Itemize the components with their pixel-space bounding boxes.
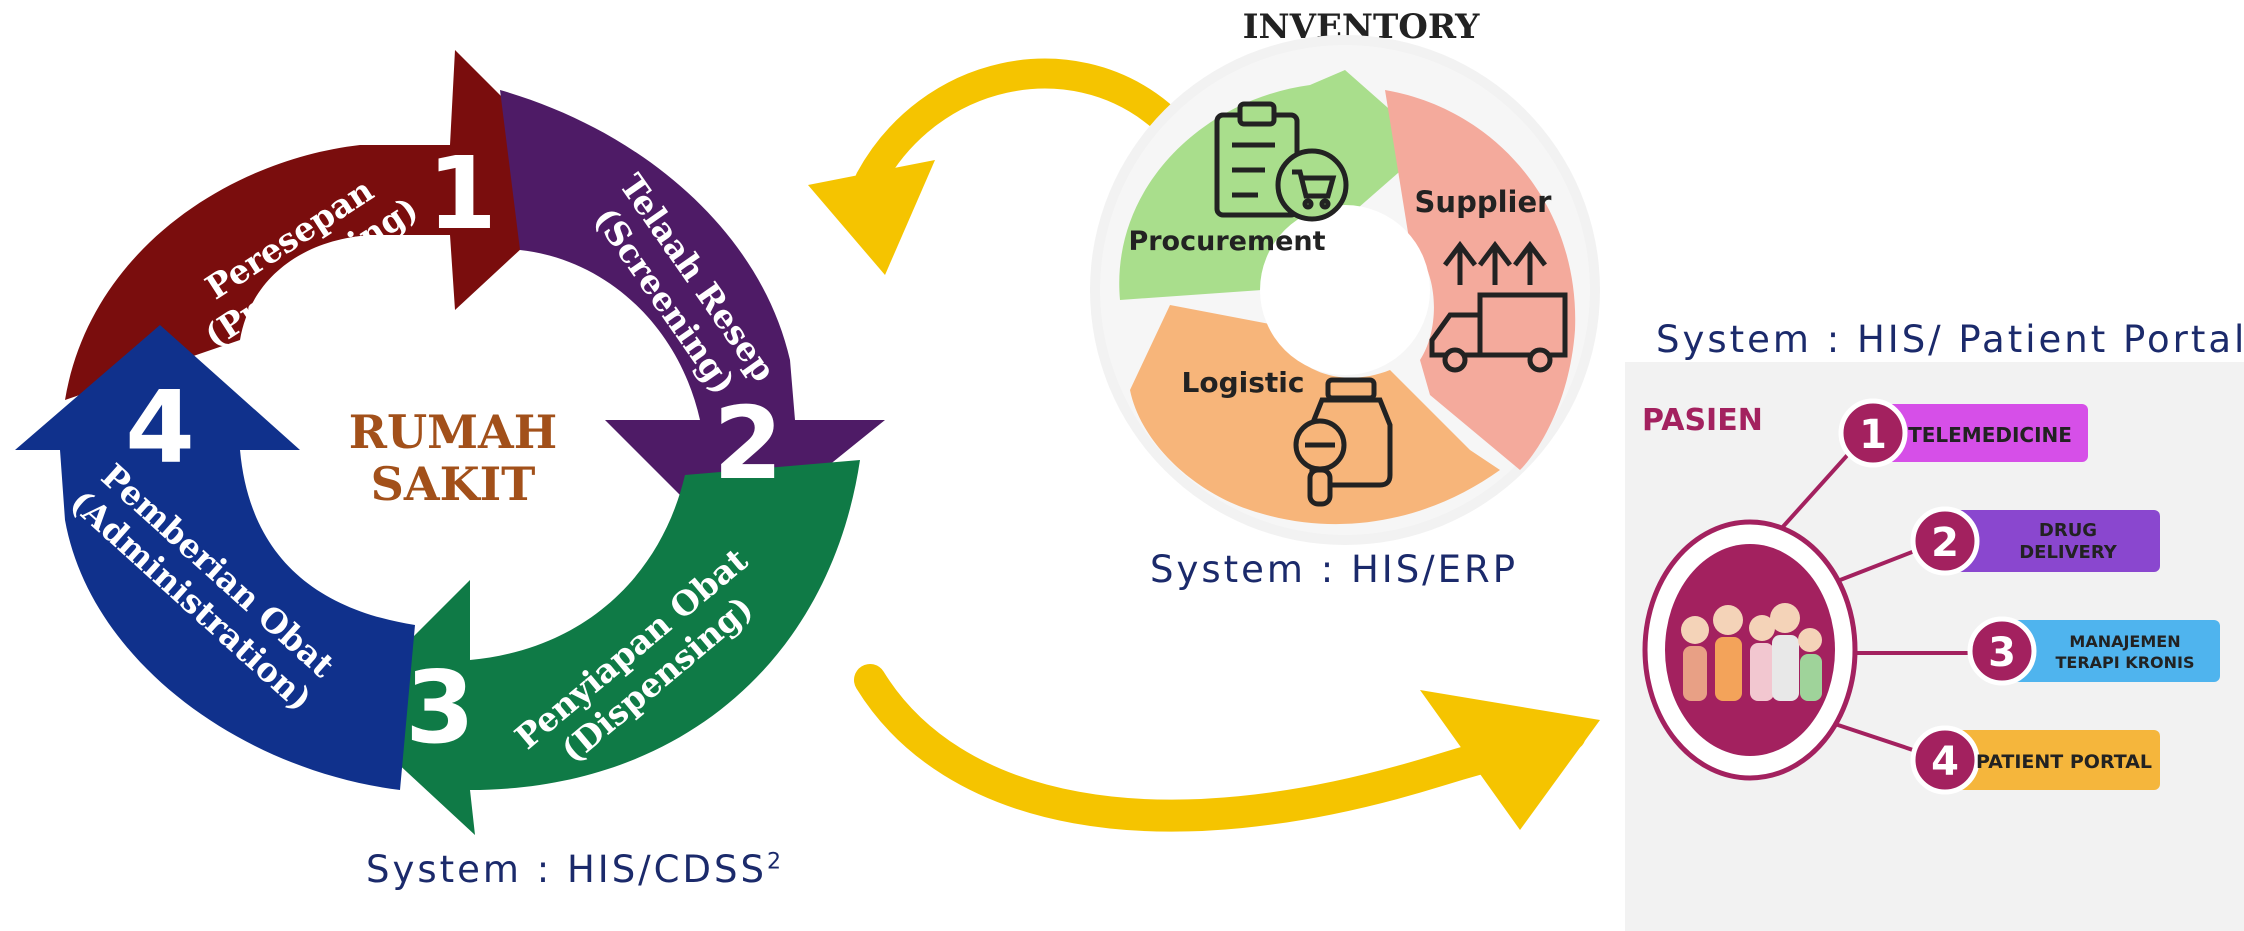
step-3-number: 3 — [405, 649, 475, 766]
service-manajemen-terapi-kronis: 3 MANAJEMEN TERAPI KRONIS — [1967, 616, 2220, 686]
service-3-line2: TERAPI KRONIS — [2056, 653, 2195, 672]
step-4-arrow — [15, 325, 415, 790]
logistic-label: Logistic — [1182, 366, 1305, 399]
service-1-number: 1 — [1859, 412, 1887, 458]
inventory-system-caption: System : HIS/ERP — [1150, 548, 1519, 591]
patient-system-caption: System : HIS/ Patient Portal — [1656, 318, 2244, 361]
service-3-number: 3 — [1988, 630, 2016, 676]
supplier-segment — [1385, 90, 1576, 470]
flow-arrow-inventory-to-hospital — [808, 58, 1175, 275]
flow-arrow-hospital-to-patient — [854, 664, 1600, 832]
step-3-arrow — [340, 460, 860, 835]
step-2-number: 2 — [713, 385, 783, 502]
step-1-number: 1 — [427, 135, 497, 252]
step-1-arrow — [65, 50, 590, 400]
family-group-icon — [1681, 603, 1822, 701]
clipboard-cart-icon — [1214, 101, 1349, 222]
service-4-line1: PATIENT PORTAL — [1976, 751, 2152, 773]
service-2-number: 2 — [1931, 520, 1959, 566]
hospital-system-label: System : HIS/CDSS — [366, 848, 767, 891]
service-drug-delivery: 2 DRUG DELIVERY — [1910, 506, 2160, 576]
supplier-label: Supplier — [1415, 185, 1553, 219]
step-4-number: 4 — [125, 369, 195, 486]
hospital-system-superscript: 2 — [766, 849, 781, 875]
delivery-truck-icon — [1429, 240, 1568, 373]
hospital-title-line2: SAKIT — [371, 457, 536, 511]
step-2-arrow — [500, 90, 885, 545]
patient-panel: PASIEN 1 TELEMEDICINE — [1625, 362, 2244, 931]
service-telemedicine: 1 TELEMEDICINE — [1838, 398, 2088, 468]
service-4-number: 4 — [1931, 739, 1959, 785]
service-3-line1: MANAJEMEN — [2069, 632, 2180, 651]
service-2-line2: DELIVERY — [2019, 542, 2118, 563]
procurement-label: Procurement — [1128, 226, 1325, 257]
hospital-cycle: 1 2 3 4 Peresepan (Prescribing) Telaah R… — [15, 50, 885, 835]
hospital-title-line1: RUMAH — [349, 405, 557, 459]
service-patient-portal: 4 PATIENT PORTAL — [1910, 725, 2160, 795]
procurement-segment — [1119, 70, 1430, 300]
patient-panel-title: PASIEN — [1642, 403, 1763, 438]
service-2-line1: DRUG — [2039, 520, 2097, 541]
medicine-bottle-icon — [1293, 377, 1393, 507]
service-1-line1: TELEMEDICINE — [1908, 423, 2072, 447]
inventory-cycle: INVENTORY Procurement Supplier — [1090, 7, 1600, 545]
hospital-system-caption: System : HIS/CDSS2 — [366, 848, 781, 891]
